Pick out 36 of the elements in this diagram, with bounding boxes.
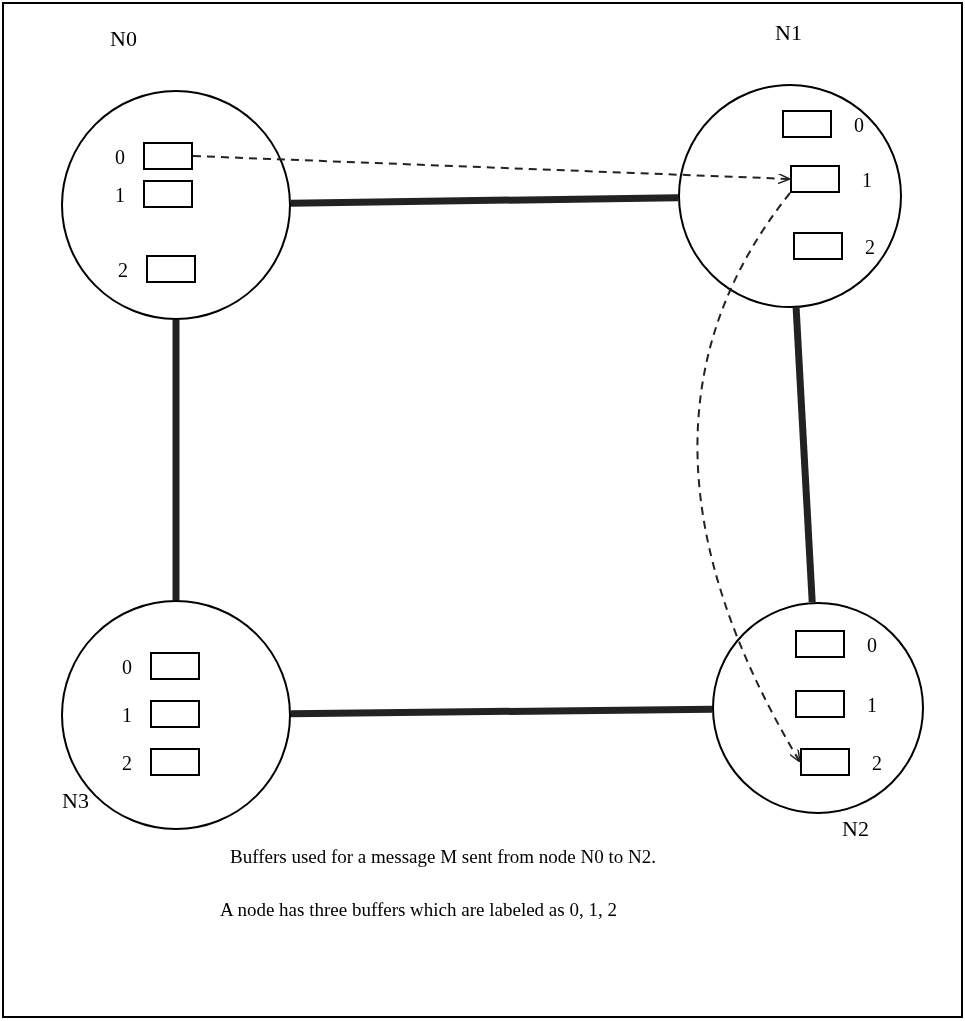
buffer-box [143, 142, 193, 170]
buffer-box [146, 255, 196, 283]
link-line [290, 705, 713, 718]
link-line [290, 194, 679, 207]
buffer-box [150, 652, 200, 680]
buffer-number: 0 [122, 657, 132, 677]
buffer-box [790, 165, 840, 193]
node-name: N0 [110, 28, 137, 50]
buffer-number: 2 [872, 753, 882, 773]
buffer-box [793, 232, 843, 260]
buffer-number: 1 [862, 170, 872, 190]
message-arrow [192, 155, 791, 185]
buffer-number: 2 [122, 753, 132, 773]
buffer-number: 0 [854, 115, 864, 135]
buffer-number: 1 [122, 705, 132, 725]
message-arrow [696, 192, 801, 763]
node-name: N2 [842, 818, 869, 840]
buffer-number: 1 [115, 185, 125, 205]
buffer-number: 2 [118, 260, 128, 280]
link-line [172, 320, 180, 600]
buffer-number: 2 [865, 237, 875, 257]
buffer-number: 1 [867, 695, 877, 715]
buffer-box [800, 748, 850, 776]
link-line [792, 307, 816, 603]
node-name: N1 [775, 22, 802, 44]
buffer-box [795, 690, 845, 718]
buffer-box [150, 700, 200, 728]
buffer-number: 0 [115, 147, 125, 167]
buffer-box [795, 630, 845, 658]
buffer-box [782, 110, 832, 138]
node-name: N3 [62, 790, 89, 812]
buffer-box [150, 748, 200, 776]
buffer-box [143, 180, 193, 208]
caption-text: Buffers used for a message M sent from node N0 to N2. [230, 845, 657, 869]
buffer-number: 0 [867, 635, 877, 655]
caption-text: A node has three buffers which are labeled as 0, 1, 2 [220, 898, 618, 922]
